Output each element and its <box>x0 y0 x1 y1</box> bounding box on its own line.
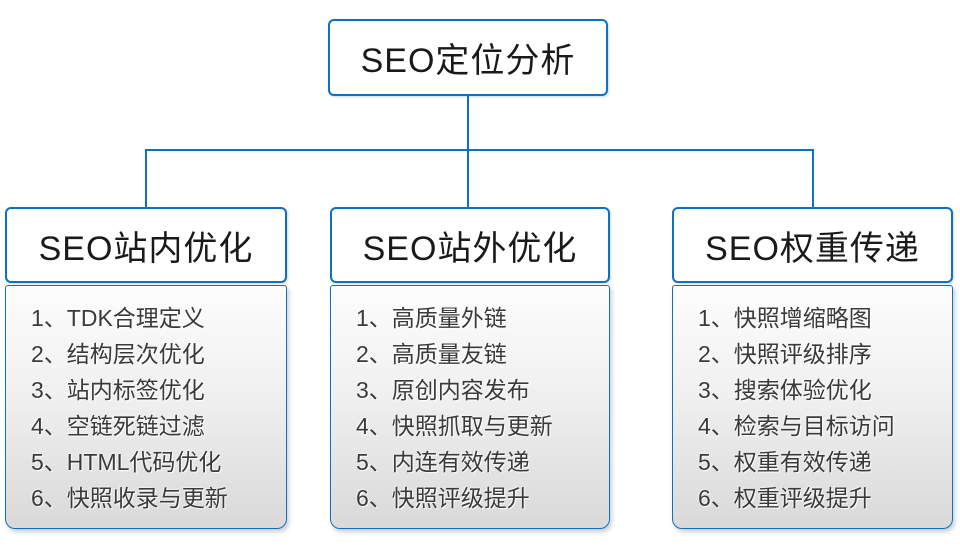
panel-offsite: 1、高质量外链 2、高质量友链 3、原创内容发布 4、快照抓取与更新 5、内连有… <box>330 285 610 529</box>
branch-node-offsite-label: SEO站外优化 <box>362 229 578 268</box>
list-item: 1、TDK合理定义 <box>31 305 205 331</box>
branch-node-weight: SEO权重传递 <box>672 207 953 283</box>
branch-node-onsite: SEO站内优化 <box>5 207 287 283</box>
connector-drop-onsite <box>145 150 147 207</box>
list-item: 6、快照评级提升 <box>356 485 530 511</box>
branch-node-onsite-label: SEO站内优化 <box>38 229 254 268</box>
connector-drop-offsite <box>467 150 469 207</box>
list-item: 3、原创内容发布 <box>356 377 530 403</box>
panel-onsite: 1、TDK合理定义 2、结构层次优化 3、站内标签优化 4、空链死链过滤 5、H… <box>5 285 287 529</box>
list-item: 3、搜索体验优化 <box>698 377 872 403</box>
list-item: 4、检索与目标访问 <box>698 413 895 439</box>
branch-node-offsite: SEO站外优化 <box>330 207 610 283</box>
connector-drop-weight <box>812 150 814 207</box>
list-item: 4、快照抓取与更新 <box>356 413 553 439</box>
list-item: 5、内连有效传递 <box>356 449 530 475</box>
list-item: 2、结构层次优化 <box>31 341 205 367</box>
root-node: SEO定位分析 <box>328 19 608 96</box>
list-item: 6、权重评级提升 <box>698 485 872 511</box>
list-item: 5、权重有效传递 <box>698 449 872 475</box>
list-item: 1、快照增缩略图 <box>698 305 872 331</box>
connector-root-vertical <box>467 96 469 150</box>
list-item: 2、高质量友链 <box>356 341 507 367</box>
list-item: 1、高质量外链 <box>356 305 507 331</box>
connector-horizontal-rail <box>145 149 814 151</box>
panel-weight: 1、快照增缩略图 2、快照评级排序 3、搜索体验优化 4、检索与目标访问 5、权… <box>672 285 953 529</box>
root-node-label: SEO定位分析 <box>360 42 576 80</box>
list-item: 5、HTML代码优化 <box>31 449 222 475</box>
list-item: 4、空链死链过滤 <box>31 413 205 439</box>
list-item: 6、快照收录与更新 <box>31 485 228 511</box>
list-item: 3、站内标签优化 <box>31 377 205 403</box>
list-item: 2、快照评级排序 <box>698 341 872 367</box>
branch-node-weight-label: SEO权重传递 <box>705 229 920 268</box>
